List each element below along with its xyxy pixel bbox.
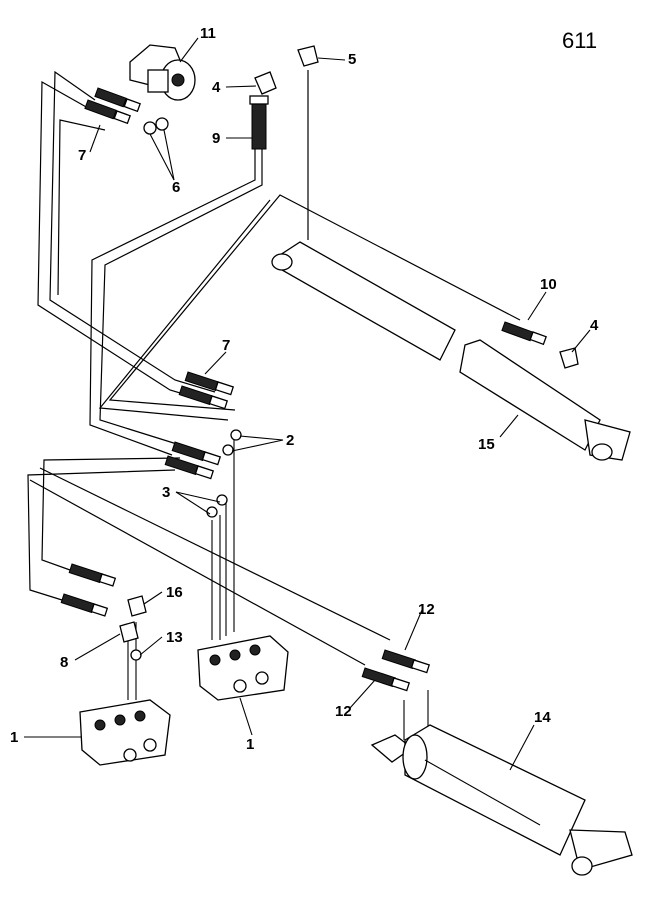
hydraulic-motor-icon [129, 44, 196, 101]
callout-1: 1 [246, 736, 254, 753]
hose-end-icon [361, 649, 431, 692]
callout-13: 13 [166, 629, 183, 646]
hose-runs [27, 70, 521, 740]
callouts: 11 5 4 9 7 6 10 4 15 7 2 3 16 13 8 12 12… [10, 25, 599, 753]
callout-11: 11 [200, 25, 216, 42]
hydraulic-cylinder-lower-icon [370, 724, 633, 876]
callout-4: 4 [590, 317, 599, 334]
callout-5: 5 [348, 51, 356, 68]
callout-15: 15 [478, 436, 495, 453]
control-valve-centre-icon [197, 635, 289, 701]
callout-1: 1 [10, 729, 18, 746]
hose-end-icon [60, 563, 147, 661]
hose-end-icon [84, 87, 169, 135]
page-number: 611 [562, 28, 597, 53]
callout-14: 14 [534, 709, 551, 726]
callout-7: 7 [222, 337, 230, 354]
callout-12: 12 [418, 601, 435, 618]
control-valve-left-icon [79, 699, 171, 766]
callout-16: 16 [166, 584, 183, 601]
callout-8: 8 [60, 654, 68, 671]
callout-10: 10 [540, 276, 557, 293]
callout-6: 6 [172, 179, 180, 196]
elbow-fitting-icon [249, 45, 319, 150]
callout-3: 3 [162, 484, 170, 501]
callout-4: 4 [212, 79, 221, 96]
hydraulic-cylinder-upper-icon [271, 241, 631, 461]
callout-7: 7 [78, 147, 86, 164]
callout-2: 2 [286, 432, 294, 449]
callout-12: 12 [335, 703, 352, 720]
hose-end-icon [164, 371, 242, 518]
leader-lines [24, 37, 591, 771]
callout-9: 9 [212, 130, 220, 147]
